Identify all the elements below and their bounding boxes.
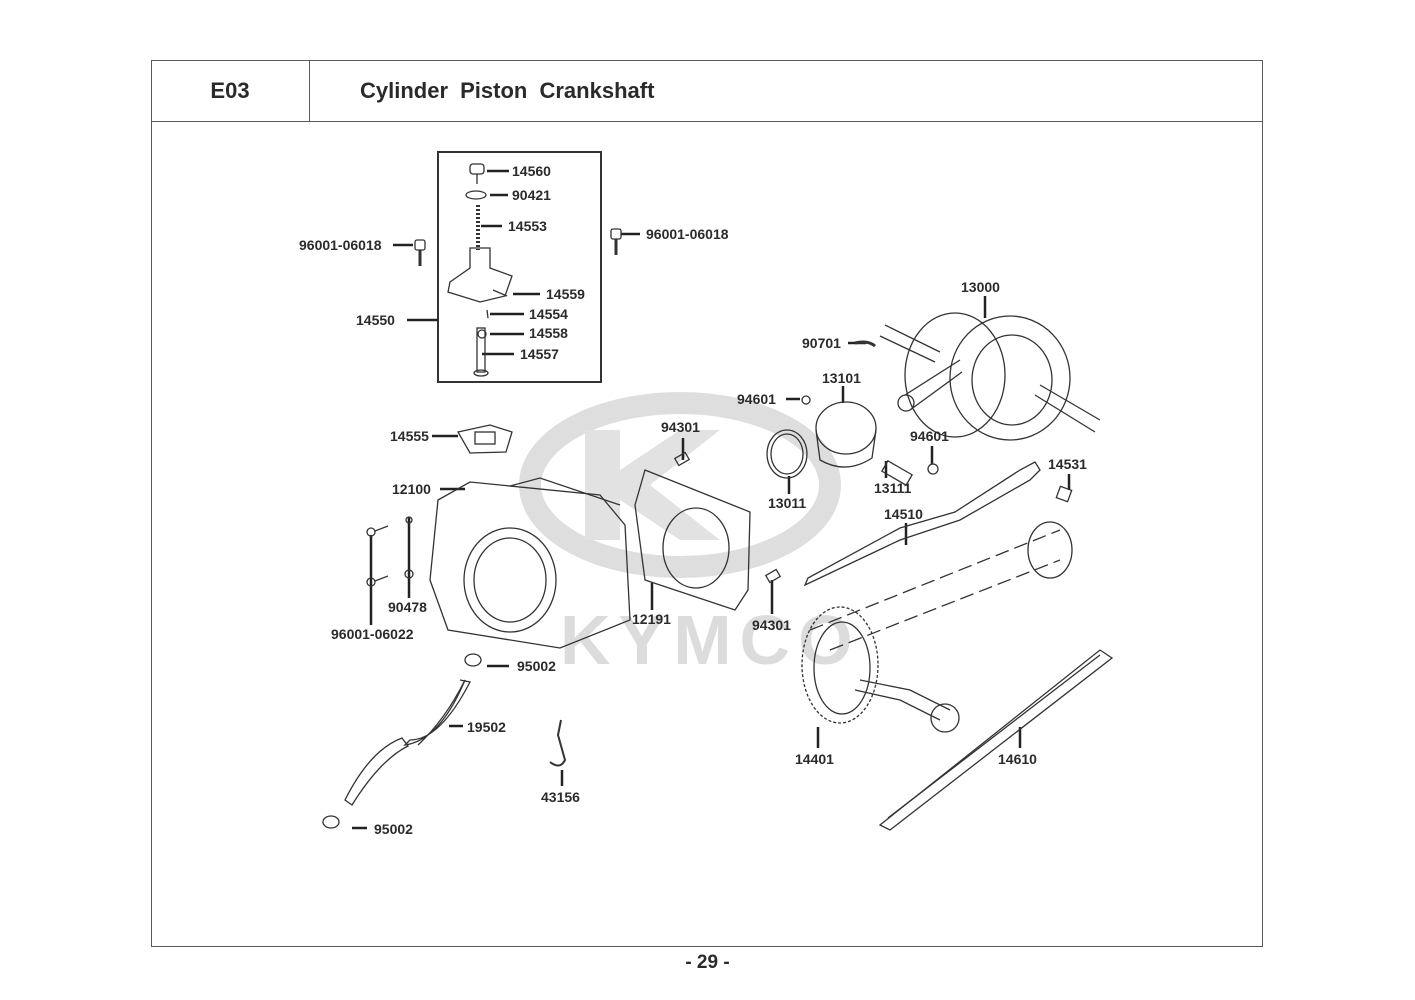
part-label-96001-06018-left: 96001-06018 [299,237,382,253]
cylinder-drawing [429,477,631,649]
part-label-13101: 13101 [822,370,861,386]
part-label-94601-right: 94601 [910,428,949,444]
crankshaft-drawing [879,312,1101,441]
part-label-14401: 14401 [795,751,834,767]
piston-drawing [815,401,877,468]
part-label-14559: 14559 [546,286,585,302]
part-label-13000: 13000 [961,279,1000,295]
tensioner-assembly-box [437,151,602,383]
header-divider [310,120,1263,122]
part-label-95002-bottom: 95002 [374,821,413,837]
part-label-14558: 14558 [529,325,568,341]
part-label-14555: 14555 [390,428,429,444]
part-label-14557: 14557 [520,346,559,362]
part-label-94301-bottom: 94301 [752,617,791,633]
part-label-95002-top: 95002 [517,658,556,674]
part-label-96001-06022: 96001-06022 [331,626,414,642]
part-label-94601-left: 94601 [737,391,776,407]
part-label-19502: 19502 [467,719,506,735]
part-label-90701: 90701 [802,335,841,351]
part-label-90478: 90478 [388,599,427,615]
part-label-90421: 90421 [512,187,551,203]
cylinder-gasket-drawing [634,469,751,611]
part-label-96001-06018-right: 96001-06018 [646,226,729,242]
part-label-94301-top: 94301 [661,419,700,435]
page-title: Cylinder Piston Crankshaft [360,78,655,103]
camshaft-sprocket-drawing [801,606,960,733]
part-label-14610: 14610 [998,751,1037,767]
part-label-14510: 14510 [884,506,923,522]
part-label-13111: 13111 [874,480,912,496]
section-code: E03 [151,60,310,122]
part-label-12100: 12100 [392,481,431,497]
part-label-14550: 14550 [356,312,395,328]
part-label-14531: 14531 [1048,456,1087,472]
watermark-text: KYMCO [560,601,861,679]
page-frame [151,60,1263,947]
part-label-14554: 14554 [529,306,568,322]
part-label-14553: 14553 [508,218,547,234]
part-label-12191: 12191 [632,611,671,627]
part-label-43156: 43156 [541,789,580,805]
part-label-13011: 13011 [768,495,807,511]
tensioner-bolt-drawing [447,163,513,377]
part-label-14560: 14560 [512,163,551,179]
page-number: - 29 - [685,952,730,973]
